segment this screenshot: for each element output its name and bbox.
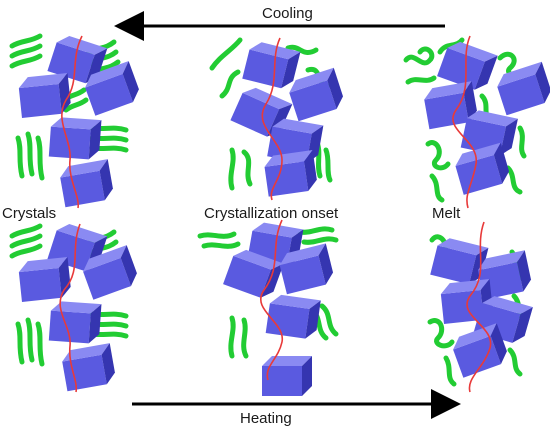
- panel-onset-top: [209, 37, 347, 201]
- heating-label: Heating: [240, 410, 292, 427]
- panel-crystals-bottom: [9, 220, 141, 393]
- panel-melt-top: [403, 35, 550, 209]
- crystals-label: Crystals: [2, 205, 57, 222]
- crystallization-onset-label: Crystallization onset: [204, 205, 339, 222]
- melt-label: Melt: [432, 205, 461, 222]
- cooling-label: Cooling: [262, 5, 313, 22]
- panel-onset-bottom: [197, 219, 339, 396]
- panel-melt-bottom: [427, 221, 534, 393]
- panel-crystals-top: [9, 32, 143, 209]
